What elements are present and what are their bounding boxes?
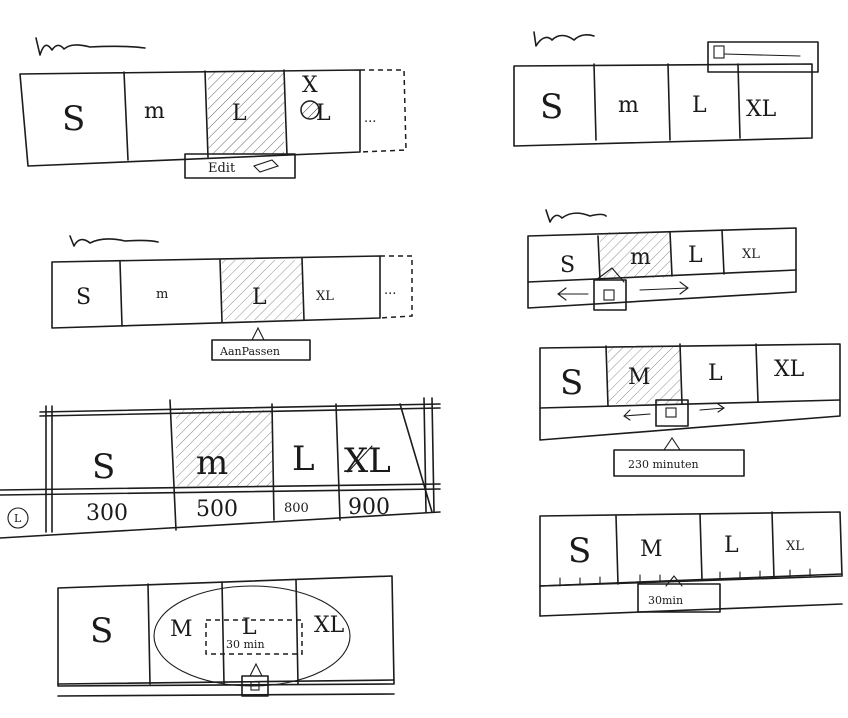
- duration-box: [205, 619, 303, 655]
- drag-handle-grip-icon: [250, 681, 260, 691]
- sketch-1-size-selector-edit: S m L X L ... Edit: [19, 37, 407, 179]
- removed-mark: X: [302, 73, 318, 98]
- sketch-2-size-selector-aanpassen: S m L XL ... AanPassen: [51, 235, 413, 361]
- minutes-tooltip[interactable]: [613, 449, 745, 477]
- size-cell-m[interactable]: m: [156, 287, 168, 302]
- size-cell-m[interactable]: m: [144, 99, 165, 124]
- size-header-xl[interactable]: XL: [344, 441, 391, 481]
- more-cell-outline[interactable]: [359, 69, 407, 153]
- size-cell-xl[interactable]: XL: [314, 613, 345, 638]
- size-cell-xl[interactable]: XL: [774, 357, 805, 382]
- sketch-3-size-price-table: S m L XL L 300 500 800 900: [0, 397, 441, 539]
- drag-handle[interactable]: [593, 279, 627, 311]
- size-cell-l-selected[interactable]: L: [252, 285, 267, 310]
- duration-label: 30min: [648, 594, 683, 607]
- arrow-right-icon: [699, 403, 725, 413]
- size-cell-m[interactable]: M: [170, 617, 193, 642]
- arrow-left-icon: [623, 409, 651, 421]
- size-cell-l[interactable]: L: [724, 533, 739, 558]
- duration-tooltip[interactable]: [637, 583, 721, 613]
- size-cell-m[interactable]: m: [618, 93, 639, 118]
- more-ellipsis[interactable]: ...: [364, 111, 376, 126]
- drag-handle[interactable]: [655, 399, 689, 427]
- duration-label: 30 min: [226, 638, 265, 651]
- row-marker-label: L: [14, 512, 22, 525]
- drag-handle-grip-icon: [603, 289, 615, 301]
- more-cell-outline[interactable]: [379, 255, 413, 319]
- slider-track: [723, 53, 801, 57]
- drag-handle[interactable]: [241, 675, 269, 697]
- size-cell-l[interactable]: L: [708, 361, 723, 386]
- xl-strike: [347, 445, 373, 473]
- size-cell-l-selected[interactable]: L: [232, 101, 247, 126]
- removed-size-scribble: [300, 100, 320, 120]
- size-cell-xl-removed[interactable]: L: [316, 101, 331, 126]
- sketch-6-size-selector-drag: S m L XL: [527, 209, 797, 311]
- value-l: 800: [284, 501, 309, 516]
- row-marker-circle: [7, 507, 29, 529]
- selector-frame: [51, 255, 381, 329]
- zoom-lens: [153, 585, 351, 687]
- edit-label: Edit: [208, 161, 236, 176]
- sketch-8-size-selector-ruler: S M L XL 30min: [539, 511, 843, 617]
- selector-frame: [513, 63, 813, 147]
- size-cell-m[interactable]: m: [630, 245, 651, 270]
- size-cell-s[interactable]: S: [568, 531, 591, 571]
- sketch-7-size-selector-minutes: S M L XL 230 minuten: [539, 343, 841, 477]
- size-cell-s[interactable]: S: [62, 99, 85, 139]
- selected-column-hatch: [176, 410, 272, 486]
- size-cell-xl[interactable]: XL: [746, 97, 777, 122]
- size-cell-s[interactable]: S: [76, 285, 91, 310]
- size-cell-s[interactable]: S: [540, 87, 563, 127]
- size-cell-m[interactable]: M: [640, 537, 663, 562]
- arrow-left-icon: [557, 287, 589, 301]
- selector-frame: [539, 343, 841, 441]
- value-m: 500: [196, 497, 238, 522]
- selected-cell-hatch: [208, 72, 284, 154]
- size-cell-s[interactable]: S: [90, 611, 113, 651]
- selector-frame: [19, 69, 361, 167]
- arrow-right-icon: [639, 281, 689, 295]
- size-cell-l[interactable]: L: [688, 243, 703, 268]
- size-cell-m[interactable]: M: [628, 365, 651, 390]
- sketch-4-size-selector-duration-overlay: S M L XL 30 min: [57, 575, 395, 697]
- size-cell-l[interactable]: L: [242, 615, 257, 640]
- scribble-title: [69, 235, 159, 247]
- aanpassen-tooltip[interactable]: [211, 339, 311, 361]
- size-cell-xl[interactable]: XL: [786, 539, 804, 554]
- minutes-label: 230 minuten: [628, 458, 699, 471]
- selector-frame: [539, 511, 843, 587]
- size-cell-xl[interactable]: XL: [316, 289, 334, 304]
- size-cell-s[interactable]: S: [560, 253, 575, 278]
- selector-frame: [527, 227, 797, 309]
- aanpassen-label: AanPassen: [219, 345, 280, 358]
- scribble-title: [533, 31, 595, 47]
- pencil-icon: [252, 159, 280, 173]
- size-cell-s[interactable]: S: [560, 363, 583, 403]
- drag-handle-grip-icon: [665, 407, 677, 418]
- ruler-ticks: [559, 568, 811, 587]
- size-cell-l[interactable]: L: [692, 93, 707, 118]
- scribble-title: [545, 209, 607, 223]
- scribble-title: [35, 37, 146, 56]
- more-ellipsis[interactable]: ...: [384, 283, 396, 298]
- size-header-s[interactable]: S: [92, 447, 115, 487]
- size-header-m[interactable]: m: [196, 443, 228, 483]
- edit-tooltip[interactable]: [184, 153, 296, 179]
- size-cell-xl[interactable]: XL: [742, 247, 760, 262]
- size-header-l[interactable]: L: [292, 439, 315, 479]
- tooltip-pointer: [251, 326, 265, 341]
- sketch-5-size-selector-slider: S m L XL: [513, 31, 819, 147]
- selected-cell-hatch: [608, 346, 680, 404]
- selector-frame: [57, 575, 395, 687]
- slider-thumb[interactable]: [713, 45, 725, 59]
- selected-cell-hatch: [600, 232, 670, 278]
- size-slider-control[interactable]: [707, 41, 819, 73]
- value-s: 300: [86, 501, 128, 526]
- value-xl: 900: [348, 495, 390, 520]
- selected-cell-hatch: [222, 260, 302, 320]
